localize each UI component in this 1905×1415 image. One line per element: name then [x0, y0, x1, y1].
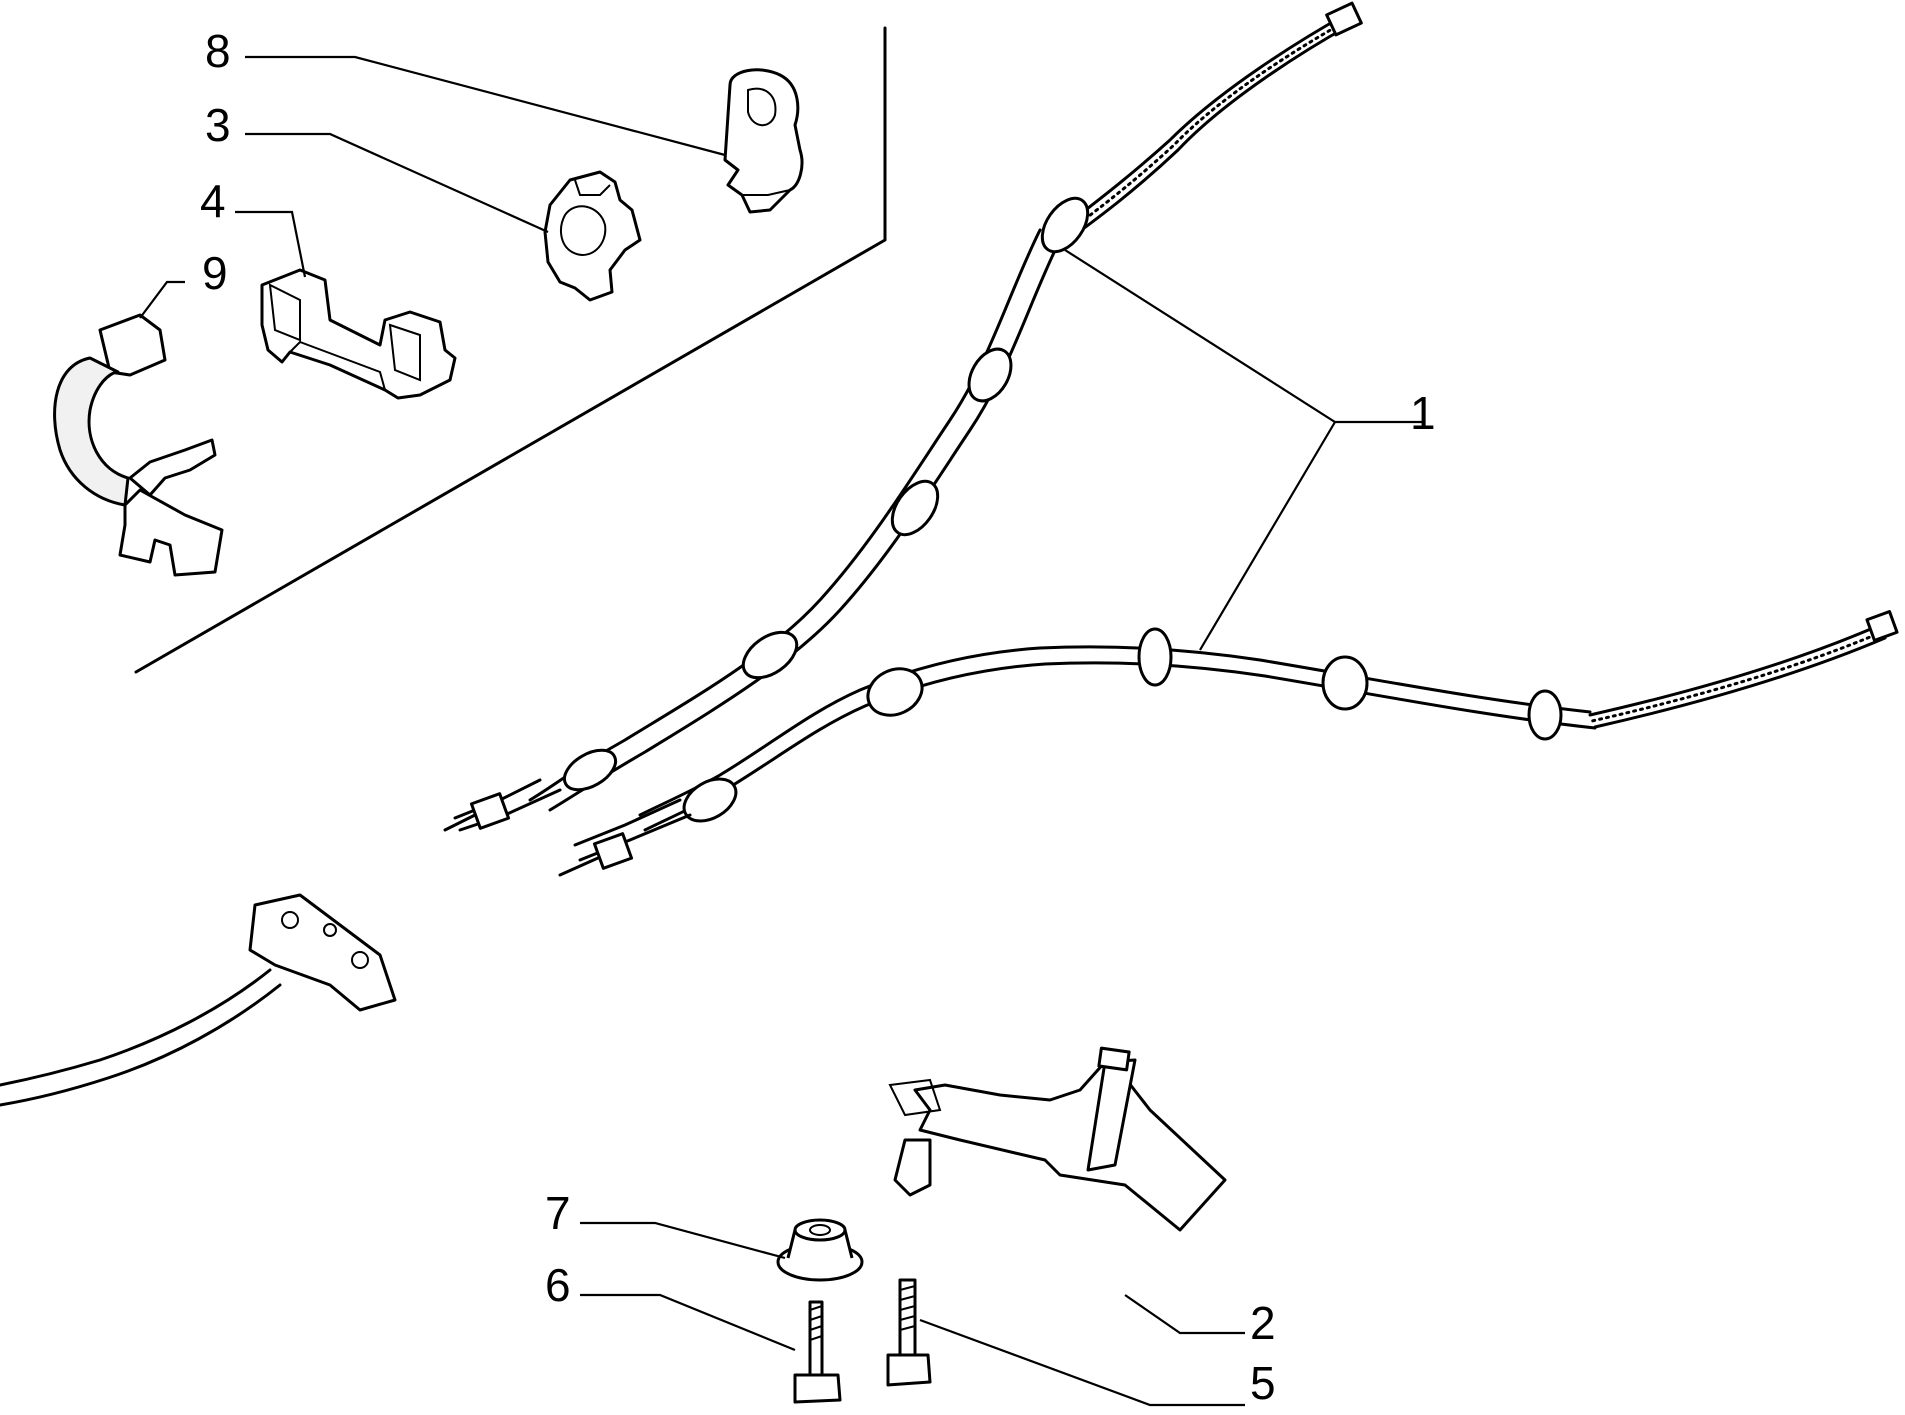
callout-3: 3 [205, 99, 231, 151]
callout-5: 5 [1250, 1357, 1276, 1409]
part-5-bolt [886, 1278, 932, 1387]
leader-4 [235, 210, 307, 278]
callout-7: 7 [545, 1187, 571, 1239]
callout-1: 1 [1410, 387, 1436, 439]
leader-2 [1124, 1294, 1245, 1335]
callout-6: 6 [545, 1259, 571, 1311]
part-2-bracket [888, 1046, 1227, 1232]
inset-divider-line [134, 26, 887, 674]
callout-9: 9 [202, 247, 228, 299]
leader-3 [245, 132, 549, 234]
part-9-guide [53, 313, 224, 577]
part-8-clamp [723, 68, 804, 214]
cable-b [558, 610, 1899, 877]
leader-1 [1064, 249, 1425, 651]
part-6-bolt [793, 1300, 842, 1404]
part-7-nut [776, 1218, 864, 1282]
leader-8 [245, 55, 726, 157]
leader-5 [919, 1318, 1245, 1407]
part-3-clip [543, 170, 642, 302]
leader-9 [139, 280, 185, 319]
part-4-bracket [260, 268, 457, 400]
cable-a [443, 1, 1363, 832]
leader-6 [580, 1293, 796, 1352]
callout-2: 2 [1250, 1297, 1276, 1349]
callout-8: 8 [205, 25, 231, 77]
lever-end [0, 893, 397, 1107]
leader-7 [580, 1221, 786, 1260]
callout-4: 4 [200, 175, 226, 227]
